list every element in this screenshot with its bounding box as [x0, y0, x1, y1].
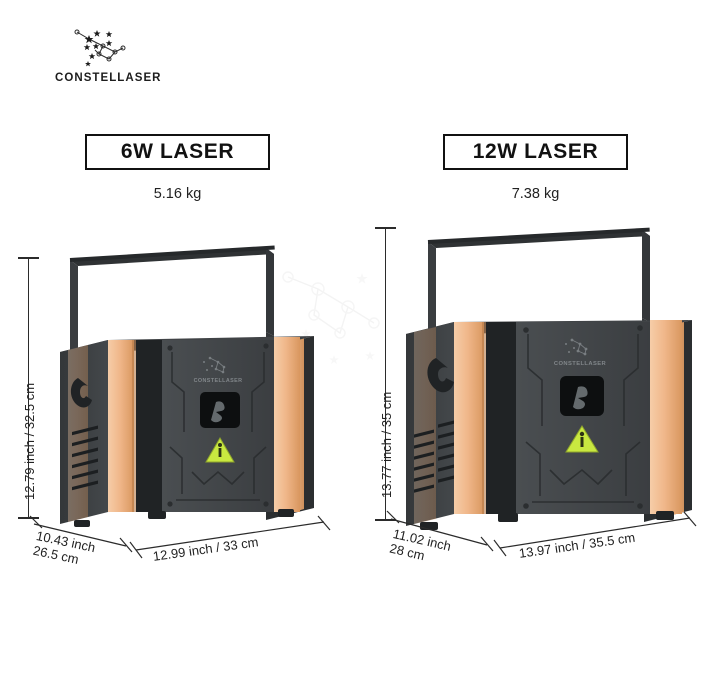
- height-dimension-cap-bottom-12w: [375, 519, 396, 521]
- product-image-6w: CONSTELLASER: [52, 232, 332, 532]
- laser-aperture-12w: [560, 376, 604, 416]
- product-weight-6w: 5.16 kg: [153, 186, 202, 202]
- mounting-yoke-6w: [69, 245, 275, 384]
- vent-grille-left-6w: [72, 425, 98, 491]
- laser-hazard-triangle-12w: [565, 425, 599, 453]
- feet-6w: [74, 509, 294, 527]
- product-title-12w: 12W LASER: [472, 140, 599, 163]
- height-dimension-cap-top-12w: [375, 227, 396, 229]
- product-title-6w: 6W LASER: [120, 140, 235, 163]
- dark-segment-6w: [136, 340, 162, 512]
- constellation-icon: [74, 29, 126, 67]
- panel-etching-12w: [525, 334, 641, 503]
- height-dimension-label-12w: 13.77 inch / 35 cm: [379, 391, 394, 498]
- copper-accent-left-6w: [108, 340, 134, 512]
- product-title-box-6w: 6W LASER: [85, 134, 270, 170]
- tilt-lock-knob-12w: [427, 358, 454, 393]
- panel-screws-6w: [167, 343, 269, 507]
- panel-etching-6w: [169, 352, 267, 501]
- brand-name: CONSTELLASER: [55, 72, 162, 84]
- width-dimension-line-12w: [493, 511, 697, 557]
- panel-logo-12w: CONSTELLASER: [554, 338, 607, 367]
- dark-segment-12w: [486, 322, 516, 514]
- depth-dimension-line-12w: [386, 510, 494, 552]
- product-title-box-12w: 12W LASER: [443, 134, 628, 170]
- product-weight-12w: 7.38 kg: [511, 186, 560, 202]
- height-dimension-line-12w: [385, 228, 387, 520]
- panel-logo-text-6w: CONSTELLASER: [194, 378, 243, 384]
- depth-dimension-line-6w: [29, 515, 133, 553]
- height-dimension-label-6w: 12.79 inch / 32.5 cm: [22, 382, 37, 500]
- product-image-12w: CONSTELLASER: [392, 222, 702, 534]
- width-dimension-line-6w: [129, 515, 331, 559]
- brand-logo: CONSTELLASER: [55, 26, 235, 84]
- vent-grille-left-a-12w: [414, 429, 434, 493]
- height-dimension-cap-top-6w: [18, 257, 39, 259]
- copper-accent-right-12w: [650, 320, 682, 514]
- tilt-lock-knob-6w: [70, 378, 92, 408]
- vent-grille-left-b-12w: [438, 419, 458, 483]
- laser-aperture-6w: [200, 392, 240, 428]
- height-dimension-line-6w: [28, 258, 30, 518]
- front-panel-12w: [516, 322, 650, 514]
- copper-accent-left-12w: [454, 322, 484, 514]
- copper-accent-right-6w: [274, 337, 300, 512]
- laser-hazard-triangle-6w: [205, 437, 235, 463]
- panel-screws-12w: [523, 325, 643, 509]
- panel-logo-6w: CONSTELLASER: [194, 356, 243, 384]
- height-dimension-cap-bottom-6w: [18, 517, 39, 519]
- panel-logo-text-12w: CONSTELLASER: [554, 361, 607, 367]
